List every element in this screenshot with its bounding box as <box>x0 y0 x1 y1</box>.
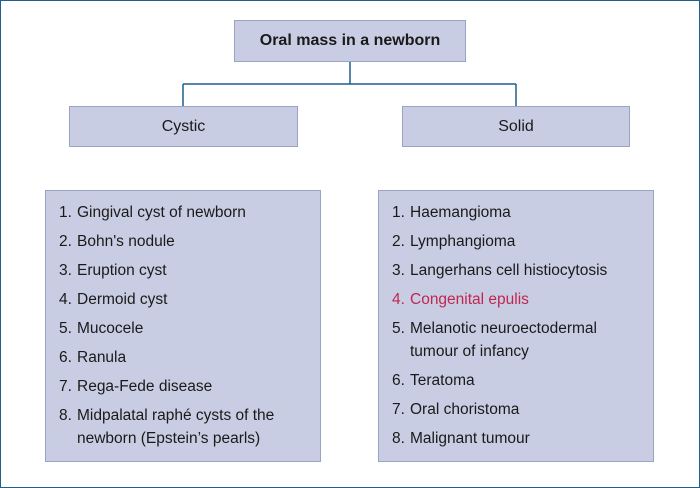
item-text: Lymphangioma <box>410 233 516 250</box>
item-text: Congenital epulis <box>410 291 529 308</box>
solid-node: Solid <box>402 106 630 147</box>
item-number: 7. <box>392 401 405 418</box>
item-text: Melanotic neuroectodermal tumour of infa… <box>410 320 597 360</box>
item-number: 2. <box>392 233 405 250</box>
item-number: 8. <box>59 407 72 424</box>
item-number: 6. <box>392 372 405 389</box>
item-text: Eruption cyst <box>77 262 167 279</box>
item-text: Oral choristoma <box>410 401 520 418</box>
item-number: 5. <box>59 320 72 337</box>
item-number: 7. <box>59 378 72 395</box>
item-text: Dermoid cyst <box>77 291 168 308</box>
solid-item: 7. Oral choristoma <box>379 398 653 421</box>
item-number: 3. <box>59 262 72 279</box>
cystic-item: 7. Rega-Fede disease <box>46 375 320 398</box>
cystic-list-box: 1. Gingival cyst of newborn 2. Bohn's nodu… <box>45 190 321 462</box>
item-text: Ranula <box>77 349 127 366</box>
item-text: Langerhans cell histiocytosis <box>410 262 608 279</box>
item-number: 8. <box>392 430 405 447</box>
solid-item: 5. Melanotic neuroectodermal tumour of in… <box>379 317 653 363</box>
cystic-label: Cystic <box>161 117 206 135</box>
item-text: Midpalatal raphé cysts of the newborn (E… <box>77 407 275 447</box>
root-label: Oral mass in a newborn <box>259 32 441 49</box>
solid-label: Solid <box>498 117 534 135</box>
item-number: 5. <box>392 320 405 337</box>
item-text: Rega-Fede disease <box>77 378 213 395</box>
solid-item: 6. Teratoma <box>379 369 653 392</box>
item-number: 2. <box>59 233 72 250</box>
solid-item: 3. Langerhans cell histiocytosis <box>379 259 653 282</box>
solid-item-highlighted: 4. Congenital epulis <box>379 288 653 311</box>
root-node: Oral mass in a newborn <box>234 20 466 62</box>
solid-item: 1. Haemangioma <box>379 201 653 224</box>
solid-item: 2. Lymphangioma <box>379 230 653 253</box>
cystic-item: 3. Eruption cyst <box>46 259 320 282</box>
item-number: 4. <box>59 291 72 308</box>
cystic-node: Cystic <box>69 106 298 147</box>
cystic-item: 2. Bohn's nodule <box>46 230 320 253</box>
item-number: 3. <box>392 262 405 279</box>
item-number: 6. <box>59 349 72 366</box>
cystic-item: 8. Midpalatal raphé cysts of the newborn … <box>46 404 320 450</box>
item-number: 1. <box>59 204 72 221</box>
item-text: Bohn's nodule <box>77 233 175 250</box>
cystic-list: 1. Gingival cyst of newborn 2. Bohn's nodu… <box>46 191 320 450</box>
solid-list: 1. Haemangioma 2. Lymphangioma 3. Langerhan… <box>379 191 653 450</box>
cystic-item: 1. Gingival cyst of newborn <box>46 201 320 224</box>
item-text: Haemangioma <box>410 204 511 221</box>
item-text: Gingival cyst of newborn <box>77 204 246 221</box>
cystic-item: 4. Dermoid cyst <box>46 288 320 311</box>
item-number: 4. <box>392 291 405 308</box>
cystic-item: 6. Ranula <box>46 346 320 369</box>
solid-list-box: 1. Haemangioma 2. Lymphangioma 3. Langerhan… <box>378 190 654 462</box>
item-text: Malignant tumour <box>410 430 530 447</box>
cystic-item: 5. Mucocele <box>46 317 320 340</box>
solid-item: 8. Malignant tumour <box>379 427 653 450</box>
item-text: Teratoma <box>410 372 475 389</box>
item-number: 1. <box>392 204 405 221</box>
item-text: Mucocele <box>77 320 144 337</box>
